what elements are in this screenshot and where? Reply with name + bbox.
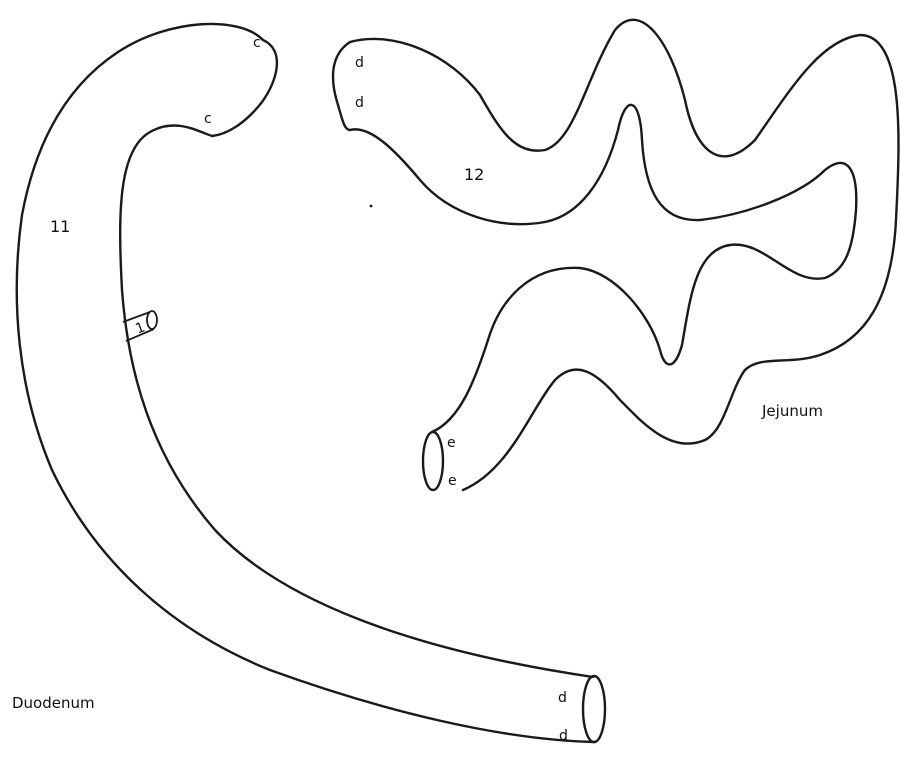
- stray-dot: [370, 205, 373, 208]
- duodenum-outer-edge: [17, 24, 595, 742]
- jejunum-top-lower-label: d: [355, 95, 364, 111]
- jejunum-bottom-opening: [423, 432, 443, 490]
- jejunum-top-upper-label: d: [355, 55, 364, 71]
- duodenum-inner-edge: [120, 125, 593, 677]
- duodenum-segment: 1: [17, 24, 605, 742]
- duodenum-top-cap: [212, 40, 277, 136]
- jejunum-bottom-upper-label: e: [447, 435, 456, 451]
- duodenum-top-inner-label: c: [204, 111, 212, 127]
- duodenum-bottom-opening: [583, 676, 605, 742]
- jejunum-name-label: Jejunum: [761, 402, 823, 420]
- duodenum-bottom-upper-label: d: [558, 690, 567, 706]
- duodenum-bottom-lower-label: d: [559, 728, 568, 744]
- jejunum-bottom-lower-label: e: [448, 473, 457, 489]
- jejunum-number-label: 12: [464, 165, 484, 184]
- side-duct-mark: 1: [133, 319, 147, 337]
- duodenum-number-label: 11: [50, 217, 70, 236]
- jejunum-top-cap: [333, 42, 350, 130]
- duodenum-top-outer-label: c: [253, 35, 261, 51]
- duodenum-name-label: Duodenum: [12, 694, 95, 712]
